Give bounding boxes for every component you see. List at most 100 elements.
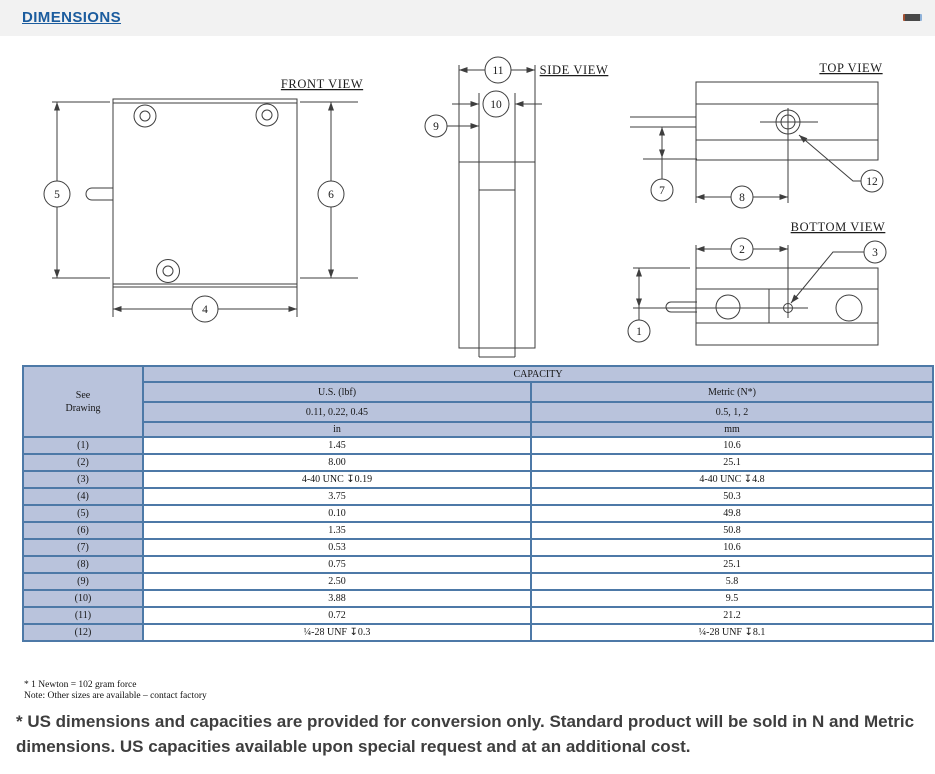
row-metric-value: 50.8 [530, 521, 934, 540]
table-row: (1) 1.45 10.6 [22, 436, 934, 455]
row-us-value: 4-40 UNC ↧0.19 [142, 470, 532, 489]
row-us-value: 3.88 [142, 589, 532, 608]
row-metric-value: 49.8 [530, 504, 934, 523]
row-ref: (6) [22, 521, 144, 540]
svg-text:3: 3 [872, 247, 878, 259]
row-metric-value: 5.8 [530, 572, 934, 591]
row-metric-value: 25.1 [530, 555, 934, 574]
capacity-header-row: See Drawing CAPACITY [22, 365, 934, 438]
row-us-value: 0.72 [142, 606, 532, 625]
row-metric-value: 10.6 [530, 538, 934, 557]
row-ref: (8) [22, 555, 144, 574]
row-us-value: 1.35 [142, 521, 532, 540]
capacity-header: CAPACITY [142, 365, 934, 383]
row-ref: (4) [22, 487, 144, 506]
row-us-value: 0.53 [142, 538, 532, 557]
balloon-8: 8 [730, 185, 754, 209]
table-row: (11) 0.72 21.2 [22, 606, 934, 625]
unit-system-header-row: U.S. (lbf) Metric (N*) [23, 381, 934, 403]
row-ref: (12) [22, 623, 144, 642]
bottom-view: BOTTOM VIEW 2 3 [627, 220, 887, 346]
metric-unit: mm [530, 421, 934, 438]
collapse-minus-icon[interactable] [903, 14, 922, 21]
balloon-4: 4 [191, 295, 219, 323]
table-row: (10) 3.88 9.5 [22, 589, 934, 608]
balloon-10: 10 [482, 90, 510, 118]
balloon-2: 2 [730, 237, 754, 261]
row-metric-value: 25.1 [530, 453, 934, 472]
row-metric-value: 4-40 UNC ↧4.8 [530, 470, 934, 489]
row-metric-value: 50.3 [530, 487, 934, 506]
front-view: FRONT VIEW 5 6 [43, 77, 363, 323]
table-row: (12) ¼-28 UNF ↧0.3 ¼-28 UNF ↧8.1 [22, 623, 934, 642]
row-us-value: 8.00 [142, 453, 532, 472]
bottom-view-geometry [633, 245, 879, 346]
section-header: DIMENSIONS [0, 0, 935, 36]
top-view-geometry [630, 81, 879, 203]
svg-text:10: 10 [490, 99, 502, 111]
bottom-view-label: BOTTOM VIEW [791, 220, 886, 234]
balloon-5: 5 [43, 180, 71, 208]
row-us-value: ¼-28 UNF ↧0.3 [142, 623, 532, 642]
technical-drawing: FRONT VIEW 5 6 [43, 56, 887, 358]
balloon-3: 3 [863, 240, 887, 264]
capacity-values-row: 0.11, 0.22, 0.45 0.5, 1, 2 [23, 401, 934, 423]
row-ref: (10) [22, 589, 144, 608]
see-drawing-header: See Drawing [22, 365, 144, 438]
balloon-11: 11 [484, 56, 512, 84]
row-ref: (7) [22, 538, 144, 557]
table-row: (2) 8.00 25.1 [22, 453, 934, 472]
front-view-geometry [52, 98, 358, 317]
svg-text:12: 12 [866, 176, 878, 188]
section-title-link[interactable]: DIMENSIONS [22, 9, 122, 26]
svg-text:8: 8 [739, 192, 745, 204]
table-row: (4) 3.75 50.3 [22, 487, 934, 506]
balloon-1: 1 [627, 319, 651, 343]
top-view: TOP VIEW 7 8 [630, 61, 884, 209]
us-unit: in [142, 421, 532, 438]
us-capacities: 0.11, 0.22, 0.45 [142, 401, 532, 423]
us-dimensions-disclaimer: * US dimensions and capacities are provi… [16, 712, 915, 756]
row-ref: (3) [22, 470, 144, 489]
row-us-value: 3.75 [142, 487, 532, 506]
balloon-7: 7 [650, 178, 674, 202]
side-view: SIDE VIEW 11 10 9 [424, 56, 609, 358]
footnote-newton: * 1 Newton = 102 gram force [24, 680, 137, 690]
svg-text:2: 2 [739, 244, 745, 256]
side-view-geometry [447, 65, 542, 358]
row-metric-value: 21.2 [530, 606, 934, 625]
balloon-9: 9 [424, 114, 448, 138]
table-row: (6) 1.35 50.8 [22, 521, 934, 540]
balloon-12: 12 [860, 169, 884, 193]
row-ref: (2) [22, 453, 144, 472]
svg-text:7: 7 [659, 185, 665, 197]
table-row: (8) 0.75 25.1 [22, 555, 934, 574]
row-us-value: 1.45 [142, 436, 532, 455]
row-ref: (9) [22, 572, 144, 591]
metric-column-header: Metric (N*) [530, 381, 934, 403]
top-view-label: TOP VIEW [819, 61, 882, 75]
svg-text:5: 5 [54, 189, 60, 201]
svg-text:11: 11 [492, 65, 503, 77]
row-ref: (5) [22, 504, 144, 523]
row-metric-value: ¼-28 UNF ↧8.1 [530, 623, 934, 642]
table-row: (9) 2.50 5.8 [22, 572, 934, 591]
balloon-6: 6 [317, 180, 345, 208]
side-view-label: SIDE VIEW [540, 63, 609, 77]
row-metric-value: 10.6 [530, 436, 934, 455]
dimensions-table: See Drawing CAPACITY U.S. (lbf) Metric (… [22, 365, 934, 642]
front-view-label: FRONT VIEW [281, 77, 363, 91]
footnote-other-sizes: Note: Other sizes are available – contac… [24, 690, 207, 701]
metric-capacities: 0.5, 1, 2 [530, 401, 934, 423]
table-row: (3) 4-40 UNC ↧0.19 4-40 UNC ↧4.8 [22, 470, 934, 489]
row-ref: (11) [22, 606, 144, 625]
table-row: (7) 0.53 10.6 [22, 538, 934, 557]
svg-text:9: 9 [433, 121, 439, 133]
row-metric-value: 9.5 [530, 589, 934, 608]
table-footnotes: * 1 Newton = 102 gram force Note: Other … [24, 680, 207, 701]
svg-text:1: 1 [636, 326, 642, 338]
row-us-value: 0.10 [142, 504, 532, 523]
svg-text:4: 4 [202, 304, 208, 316]
units-row: in mm [23, 421, 934, 438]
row-ref: (1) [22, 436, 144, 455]
